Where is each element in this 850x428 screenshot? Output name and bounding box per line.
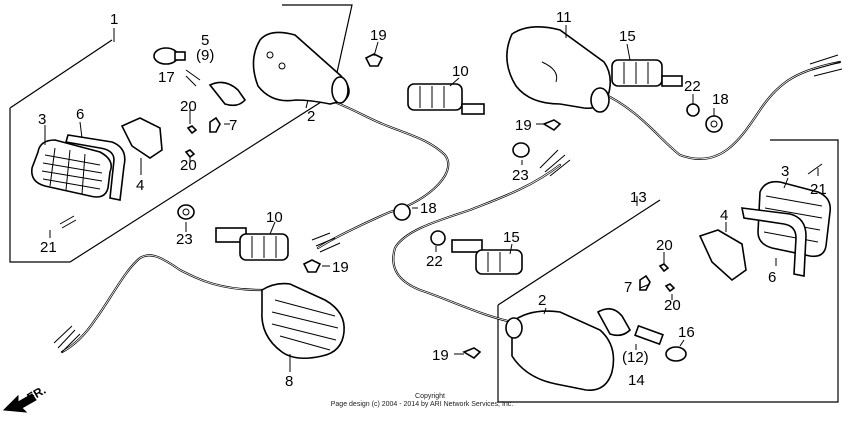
callout-12: (12) [622,349,649,366]
assembly-box-left [9,4,353,263]
turn-signal-housing-rear-left [261,282,345,360]
callout-20-d: 20 [664,297,681,314]
bracket-right [698,229,747,282]
callout-19-middle: 19 [515,117,532,134]
callout-20-a: 20 [180,98,197,115]
turn-signal-housing-right [506,26,612,113]
callout-21-left: 21 [40,239,57,256]
screws-left [59,116,221,229]
callout-17: 17 [158,69,175,86]
lens-left [30,139,113,198]
bulb-socket-right [596,308,664,346]
callout-10-lower: 10 [266,209,283,226]
callout-19-bottom: 19 [432,347,449,364]
footer: Copyright Page design (c) 2004 - 2014 by… [331,393,514,408]
bracket-left [120,117,163,159]
callout-2-right: 2 [538,292,546,309]
callout-3-right: 3 [781,163,789,180]
callout-22-upper: 22 [684,78,701,95]
callout-6-right: 6 [768,269,776,286]
callout-14: 14 [628,372,645,389]
callout-21-right: 21 [810,181,827,198]
callout-15-upper: 15 [619,28,636,45]
callout-4-right: 4 [720,207,728,224]
bulb-16 [665,346,687,362]
front-direction-arrow: FR. [2,383,48,413]
callout-23-left: 23 [176,231,193,248]
assembly-box-right [497,139,839,403]
callout-1: 1 [110,11,118,28]
nut-18-and-washers [302,53,723,360]
callout-3-left: 3 [38,111,46,128]
screws-right [639,163,823,293]
callout-15-lower: 15 [503,229,520,246]
callout-19-upper: 19 [370,27,387,44]
stem-10-upper [407,83,485,115]
callout-23-right: 23 [512,167,529,184]
callout-18-upper: 18 [712,91,729,108]
footer-page-design: Page design (c) 2004 - 2014 by ARI Netwo… [331,401,514,408]
footer-copyright: Copyright [415,393,445,400]
stem-15-lower [451,239,523,275]
callout-2-left: 2 [307,108,315,125]
callout-20-c: 20 [656,237,673,254]
gasket-left [64,134,126,201]
callout-7-left: 7 [229,117,237,134]
callout-18-middle: 18 [420,200,437,217]
grommet-23-left [177,204,195,220]
callout-11: 11 [556,9,572,26]
turn-signal-housing-left [252,31,350,105]
callout-20-b: 20 [180,157,197,174]
callout-10-upper: 10 [452,63,469,80]
callout-13: 13 [630,189,647,206]
leader-lines [44,25,819,372]
stem-15-upper [611,59,683,87]
callout-5: 5 [201,32,209,49]
callout-7-right: 7 [624,279,632,296]
wiring-harness [53,54,843,354]
turn-signal-housing-rear-right [505,310,615,391]
callout-22-lower: 22 [426,253,443,270]
callout-9: (9) [196,47,214,64]
callout-labels: 1 2 3 4 5 (9) 6 7 17 20 20 21 23 10 19 8… [38,9,827,390]
callout-8: 8 [285,373,293,390]
callout-6-left: 6 [76,106,84,123]
callout-4-left: 4 [136,177,144,194]
stem-10-lower [215,227,289,261]
bulb-17 [153,47,186,65]
gasket-right [740,207,807,277]
callout-19-lower: 19 [332,259,349,276]
bulb-socket-left [185,69,247,107]
callout-16: 16 [678,324,695,341]
